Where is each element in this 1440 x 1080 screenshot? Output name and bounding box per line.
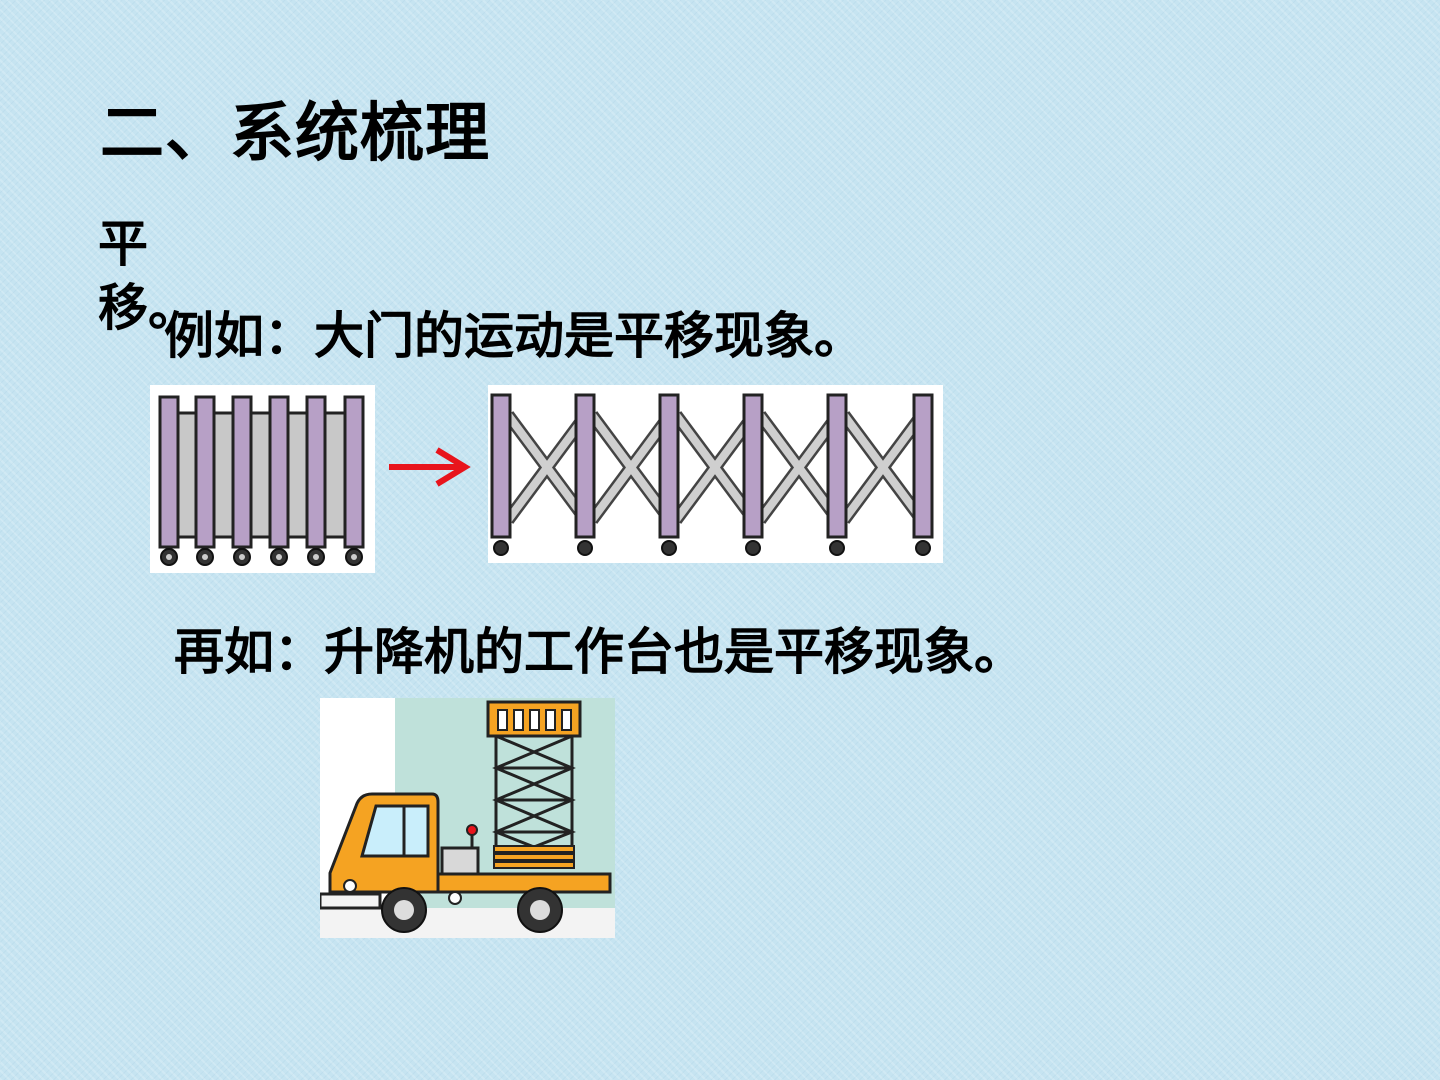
scissor-lift-truck-icon [318, 698, 615, 938]
topic-label: 平移。 [98, 215, 198, 337]
example-gate-text: 例如：大门的运动是平移现象。 [164, 307, 864, 365]
folding-gate-closed-icon [150, 385, 375, 573]
folding-gate-open-icon [488, 385, 943, 563]
slide-title: 二、系统梳理 [100, 97, 490, 171]
example-lift-text: 再如：升降机的工作台也是平移现象。 [174, 623, 1024, 681]
arrow-right-icon [385, 440, 475, 490]
